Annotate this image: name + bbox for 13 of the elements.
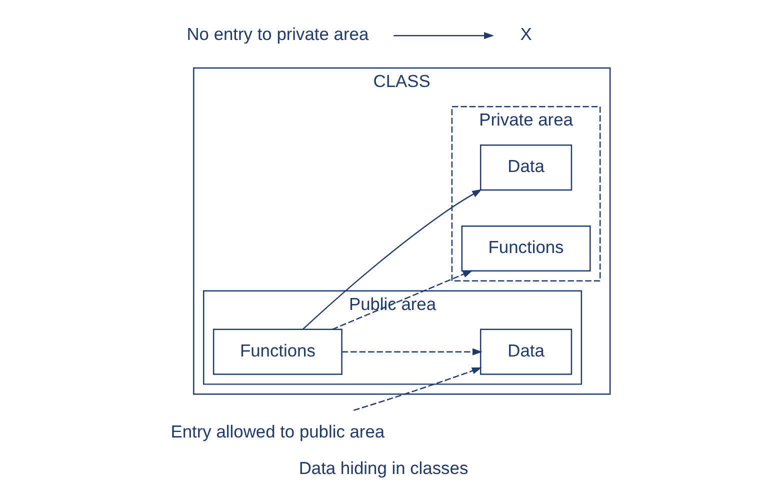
arrow [332,270,473,330]
arrow [394,32,494,40]
arrow [302,189,482,330]
node-text: Entry allowed to public area [170,421,385,442]
arrow [342,348,482,356]
caption: Data hiding in classes [298,458,468,478]
node-box: Data [480,144,572,191]
node-text: X [520,24,532,44]
node-box: Functions [212,328,342,375]
node-text: No entry to private area [186,24,369,44]
arrow [354,367,482,411]
node-box: Functions [461,225,591,272]
node-box: Data [480,328,572,375]
